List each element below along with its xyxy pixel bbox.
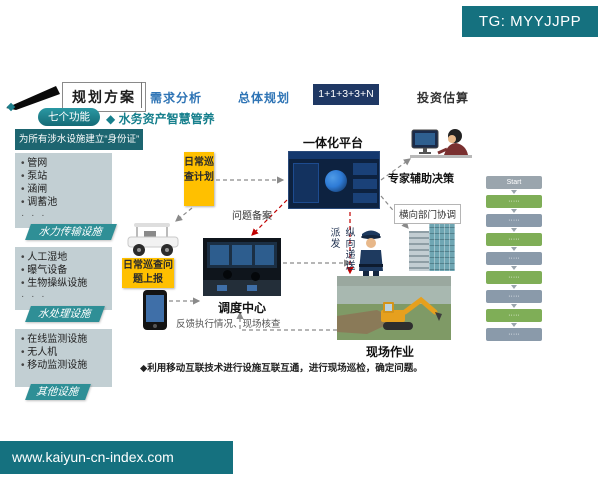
operator-silhouette — [223, 270, 232, 279]
nav-item-demand-analysis[interactable]: 需求分析 — [150, 91, 203, 105]
nav-item-structure[interactable]: 1+1+3+3+N — [313, 84, 379, 105]
flow-step: ····· — [486, 309, 542, 322]
list-item: 人工湿地 — [21, 251, 106, 264]
operator-silhouette — [251, 272, 260, 281]
inspect-report-note: 日常巡查问题上报 — [122, 258, 174, 288]
list-item-ellipsis: · · · — [21, 210, 47, 221]
list-item: 在线监测设施 — [21, 333, 106, 346]
expert-at-computer-photo — [410, 129, 472, 158]
list-item: 生物操纵设施 — [21, 277, 106, 290]
intro-banner: 为所有涉水设施建立“身份证” — [15, 129, 143, 150]
platform-panel — [353, 179, 377, 189]
flow-step: Start — [486, 176, 542, 189]
flow-arrow-icon — [511, 323, 517, 327]
control-room-screen-wall — [207, 242, 277, 268]
patrol-cart-photo — [127, 223, 179, 256]
flow-step: ····· — [486, 271, 542, 284]
control-room-desk — [203, 280, 281, 296]
pen-swoosh-icon — [6, 86, 60, 110]
flow-step: ····· — [486, 233, 542, 246]
platform-panel — [353, 193, 377, 203]
list-item: 曝气设备 — [21, 264, 106, 277]
section-caption: ◆ 水务资产智慧管养 — [106, 112, 215, 126]
list-item: 无人机 — [21, 346, 106, 359]
nav-divider — [141, 82, 142, 108]
group-label-hydraulic: 水力传输设施 — [25, 224, 117, 240]
list-item-ellipsis: · · · — [21, 291, 47, 302]
dispatch-center-label: 调度中心 — [218, 301, 267, 315]
nav-item-investment[interactable]: 投资估算 — [417, 91, 470, 105]
flow-arrow-icon — [511, 209, 517, 213]
building-tower-right — [429, 221, 455, 271]
flow-arrow-icon — [511, 304, 517, 308]
flow-step: ····· — [486, 195, 542, 208]
flow-step: ····· — [486, 328, 542, 341]
list-item: 管网 — [21, 157, 106, 170]
problem-record-label: 问题备案 — [232, 211, 272, 222]
flow-arrow-icon — [511, 228, 517, 232]
flow-arrow-icon — [511, 247, 517, 251]
phone-home-button — [153, 324, 157, 328]
facility-group-treatment: 人工湿地 曝气设备 生物操纵设施 · · · — [15, 247, 112, 310]
building-tower-left — [409, 231, 429, 271]
console-screen — [247, 285, 257, 291]
watermark-bar: www.kaiyun-cn-index.com — [0, 441, 233, 474]
group-label-treatment: 水处理设施 — [25, 306, 105, 322]
platform-header-bar — [289, 152, 379, 159]
list-item: 涵闸 — [21, 183, 106, 196]
conclusion-text: ◆利用移动互联技术进行设施互联互通，进行现场巡检，确定问题。 — [140, 363, 423, 374]
platform-label: 一体化平台 — [303, 136, 364, 150]
facility-group-other: 在线监测设施 无人机 移动监测设施 — [15, 329, 112, 387]
feedback-label: 反馈执行情况、现场核查 — [176, 319, 281, 330]
site-work-photo — [337, 276, 451, 340]
seven-functions-pill: 七个功能 — [38, 108, 100, 126]
flow-step: ····· — [486, 290, 542, 303]
platform-panel — [353, 163, 377, 175]
police-officer-photo — [359, 230, 383, 280]
flow-step: ····· — [486, 214, 542, 227]
dispatch-center-photo — [203, 238, 281, 296]
daily-plan-note: 日常巡查计划 — [184, 152, 214, 206]
list-item: 调蓄池 — [21, 196, 106, 209]
flow-arrow-icon — [511, 190, 517, 194]
platform-panel — [293, 163, 319, 203]
flow-arrow-icon — [511, 266, 517, 270]
phone-screen — [146, 295, 164, 322]
facility-group-hydraulic: 管网 泵站 涵闸 调蓄池 · · · — [15, 153, 112, 228]
vertical-dispatch-label: 纵向递送派发 — [328, 227, 354, 271]
flow-step: ····· — [486, 252, 542, 265]
group-label-other: 其他设施 — [25, 384, 91, 400]
platform-globe — [325, 170, 347, 192]
nav-title-planning[interactable]: 规划方案 — [62, 82, 146, 112]
expert-decision-label: 专家辅助决策 — [388, 173, 454, 185]
telegram-badge: TG: MYYJJPP — [462, 6, 598, 37]
platform-screenshot — [288, 151, 380, 209]
list-item: 移动监测设施 — [21, 359, 106, 372]
mobile-phone-photo — [143, 290, 167, 330]
site-work-label: 现场作业 — [366, 345, 415, 359]
office-building-photo — [409, 221, 455, 271]
horizontal-coordination-label: 横向部门协调 — [394, 204, 462, 224]
flow-arrow-icon — [511, 285, 517, 289]
nav-item-overall-planning[interactable]: 总体规划 — [238, 91, 291, 105]
console-screen — [217, 285, 227, 291]
list-item: 泵站 — [21, 170, 106, 183]
